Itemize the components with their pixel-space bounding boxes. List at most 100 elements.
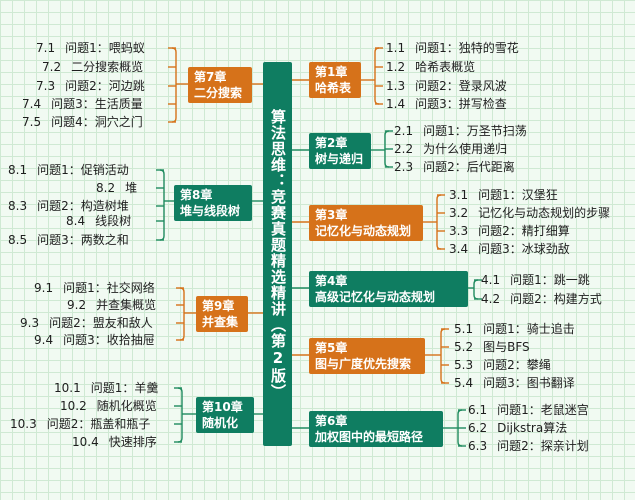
chapter-9-title: 并查集 bbox=[202, 315, 239, 329]
section-number: 8.1 bbox=[8, 163, 28, 177]
section-title: 问题2：攀绳 bbox=[483, 358, 551, 372]
chapter-10-node[interactable]: 第10章 随机化 bbox=[196, 397, 254, 433]
chapter-6-number: 第6章 bbox=[315, 414, 348, 428]
section-title: 问题3：生活质量 bbox=[51, 97, 143, 111]
chapter-9-node[interactable]: 第9章 并查集 bbox=[196, 296, 248, 332]
section-number: 9.3 bbox=[20, 316, 40, 330]
section-item[interactable]: 6.1 问题1：老鼠迷宫 bbox=[468, 402, 589, 418]
section-title: 问题2：瓶盖和瓶子 bbox=[46, 417, 151, 431]
section-number: 6.3 bbox=[468, 439, 488, 453]
section-number: 10.3 bbox=[10, 417, 37, 431]
chapter-5-title: 图与广度优先搜索 bbox=[315, 357, 412, 371]
section-title: 问题1：独特的雪花 bbox=[415, 41, 519, 55]
chapter-1-node[interactable]: 第1章 哈希表 bbox=[309, 62, 361, 98]
chapter-4-node[interactable]: 第4章 高级记忆化与动态规划 bbox=[309, 271, 468, 307]
section-item[interactable]: 5.3 问题2：攀绳 bbox=[454, 357, 551, 373]
section-number: 7.4 bbox=[22, 97, 42, 111]
section-item[interactable]: 10.3 问题2：瓶盖和瓶子 bbox=[10, 416, 150, 432]
section-title: 二分搜索概览 bbox=[71, 60, 144, 74]
section-title: 问题2：探亲计划 bbox=[497, 439, 589, 453]
section-number: 1.3 bbox=[386, 79, 406, 93]
section-number: 6.1 bbox=[468, 403, 488, 417]
section-item[interactable]: 1.3 问题2：登录风波 bbox=[386, 78, 507, 94]
section-title: 图与BFS bbox=[483, 340, 530, 354]
section-number: 4.1 bbox=[481, 273, 501, 287]
chapter-7-node[interactable]: 第7章 二分搜索 bbox=[188, 67, 252, 103]
section-number: 5.1 bbox=[454, 322, 474, 336]
chapter-8-number: 第8章 bbox=[180, 188, 213, 202]
section-item[interactable]: 6.3 问题2：探亲计划 bbox=[468, 438, 589, 454]
section-item[interactable]: 7.4 问题3：生活质量 bbox=[22, 96, 143, 112]
chapter-4-title: 高级记忆化与动态规划 bbox=[315, 290, 436, 304]
bracket-line bbox=[177, 387, 183, 443]
chapter-2-title: 树与递归 bbox=[315, 152, 364, 166]
chapter-6-node[interactable]: 第6章 加权图中的最短路径 bbox=[309, 411, 443, 447]
section-title: 问题3：收拾抽屉 bbox=[63, 333, 155, 347]
section-number: 9.4 bbox=[34, 333, 54, 347]
bracket-line bbox=[159, 169, 165, 241]
section-title: 随机化概览 bbox=[96, 399, 157, 413]
section-title: 问题1：羊羹 bbox=[90, 381, 159, 395]
center-book-title: 算法思维：竞赛真题精选精讲（第2版） bbox=[263, 62, 292, 446]
section-item[interactable]: 1.4 问题3：拼写检查 bbox=[386, 96, 507, 112]
chapter-3-node[interactable]: 第3章 记忆化与动态规划 bbox=[309, 205, 423, 241]
section-title: 问题1：老鼠迷宫 bbox=[497, 403, 589, 417]
section-number: 7.3 bbox=[36, 79, 56, 93]
chapter-4-number: 第4章 bbox=[315, 274, 348, 288]
section-number: 5.3 bbox=[454, 358, 474, 372]
chapter-2-node[interactable]: 第2章 树与递归 bbox=[309, 133, 371, 169]
bracket-line bbox=[440, 328, 446, 384]
section-title: 问题3：拼写检查 bbox=[415, 97, 507, 111]
chapter-1-title: 哈希表 bbox=[315, 81, 352, 95]
chapter-8-node[interactable]: 第8章 堆与线段树 bbox=[174, 185, 252, 221]
section-item[interactable]: 9.4 问题3：收拾抽屉 bbox=[34, 332, 155, 348]
section-number: 1.4 bbox=[386, 97, 406, 111]
section-number: 3.1 bbox=[449, 188, 469, 202]
chapter-9-number: 第9章 bbox=[202, 299, 235, 313]
section-number: 7.5 bbox=[22, 115, 42, 129]
bracket-line bbox=[374, 47, 380, 105]
chapter-3-number: 第3章 bbox=[315, 208, 348, 222]
section-number: 9.1 bbox=[34, 281, 54, 295]
section-title: 问题2：登录风波 bbox=[415, 79, 507, 93]
chapter-6-title: 加权图中的最短路径 bbox=[315, 430, 424, 444]
chapter-7-number: 第7章 bbox=[194, 70, 227, 84]
chapter-7-title: 二分搜索 bbox=[194, 86, 243, 100]
section-title: 问题1：万圣节扫荡 bbox=[423, 124, 527, 138]
section-number: 9.2 bbox=[67, 298, 87, 312]
chapter-5-node[interactable]: 第5章 图与广度优先搜索 bbox=[309, 338, 425, 374]
section-title: 线段树 bbox=[95, 214, 132, 228]
bracket-line bbox=[436, 194, 442, 250]
